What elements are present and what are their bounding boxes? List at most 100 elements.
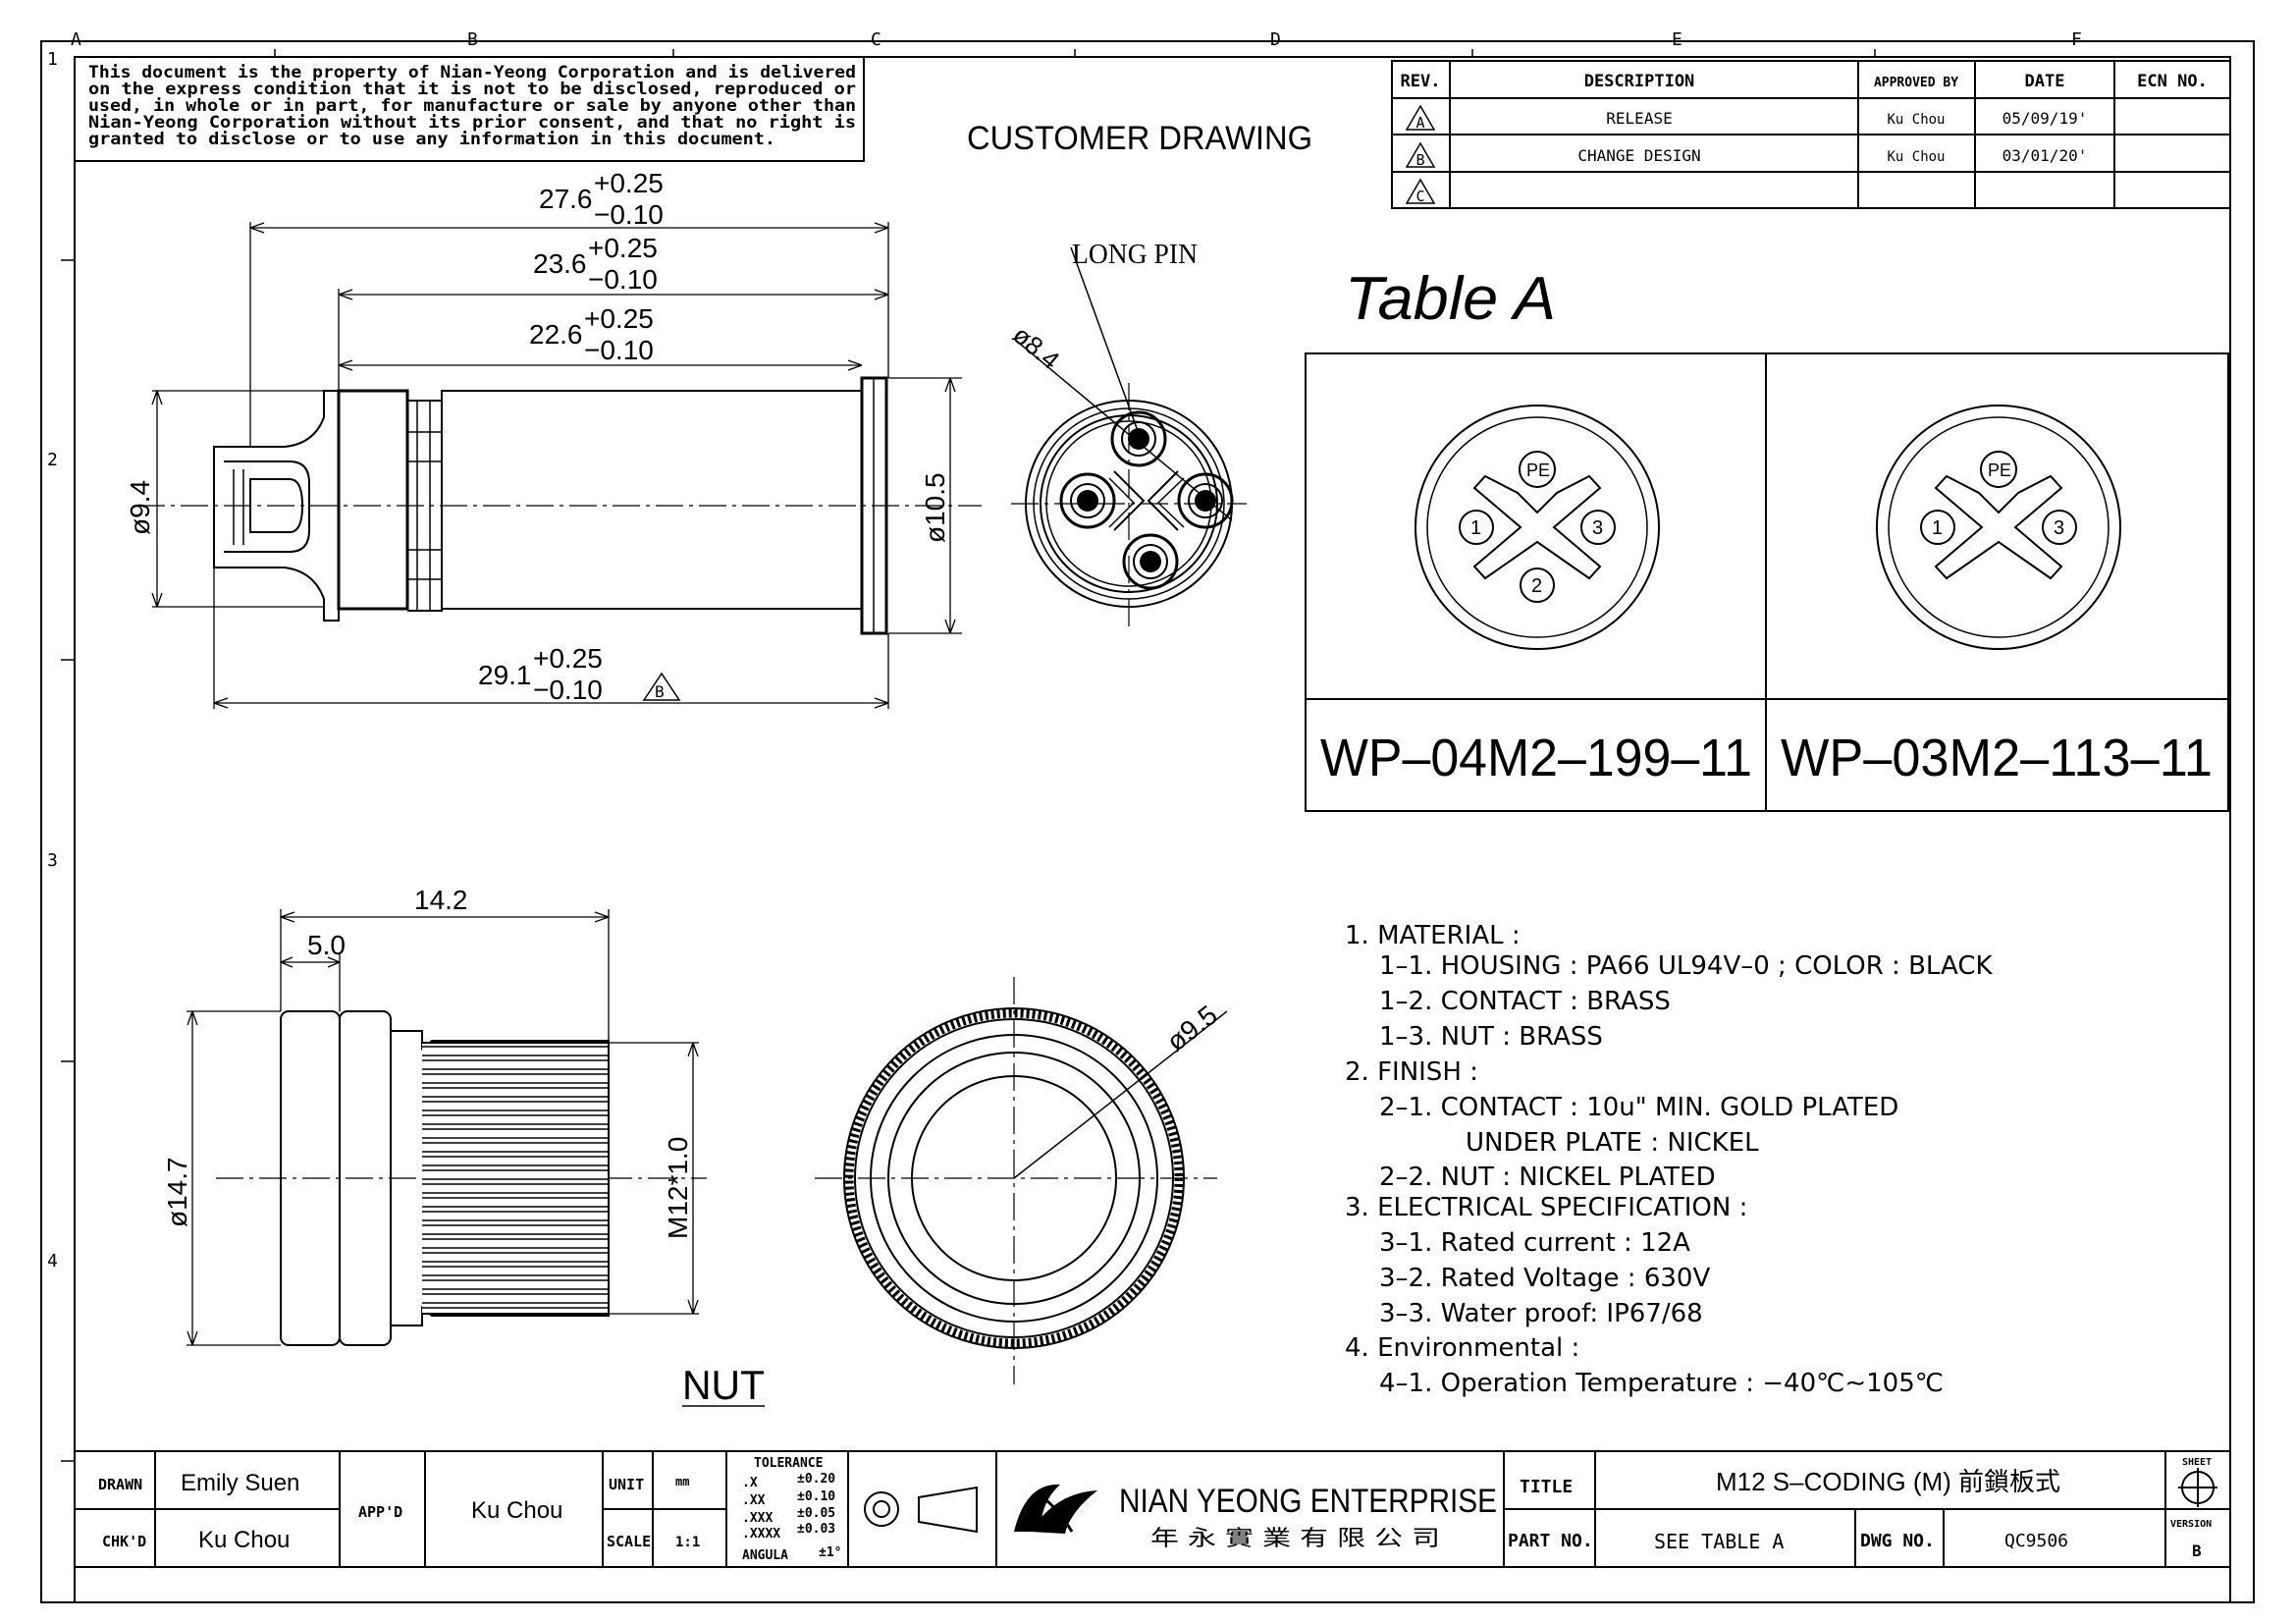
- dim-14-2: 14.2: [414, 885, 468, 915]
- tol-val: ±0.20: [797, 1472, 835, 1487]
- pin-icon: [1177, 472, 1234, 529]
- connector-front-view: [1011, 246, 1247, 628]
- tol-val: ±0.05: [797, 1506, 835, 1521]
- sheet-label: SHEET: [2182, 1457, 2212, 1468]
- company-name: NIAN YEONG ENTERPRISE: [1119, 1483, 1497, 1520]
- dim-lower: −0.10: [594, 199, 664, 230]
- zone-letter: D: [1270, 29, 1281, 50]
- approved-header: APPROVED BY: [1874, 76, 1958, 90]
- rev-b-marker-icon: B: [642, 672, 681, 701]
- part-number: SEE TABLE A: [1654, 1530, 1784, 1553]
- dim-nominal: 22.6: [529, 319, 583, 350]
- tol-key: .XX: [742, 1493, 766, 1508]
- drawn-name: Emily Suen: [181, 1470, 299, 1496]
- dim-27-6: 27.6 +0.25 −0.10: [539, 168, 664, 230]
- date-header: DATE: [2025, 72, 2065, 91]
- zone-number: 3: [47, 850, 58, 871]
- dim-dia-8-4: ø8.4: [1007, 320, 1065, 375]
- dim-lower: −0.10: [588, 264, 658, 295]
- pin-icon: [1122, 533, 1179, 590]
- pin-label: 3: [1592, 517, 1603, 539]
- zone-number: 2: [47, 450, 58, 470]
- version-value: B: [2192, 1542, 2202, 1560]
- zone-letter: A: [71, 29, 81, 50]
- notes: 1. MATERIAL : 1–1. HOUSING : PA66 UL94V–…: [1345, 921, 1993, 1398]
- dwgno-label: DWG NO.: [1860, 1531, 1935, 1551]
- note-line: 2. FINISH :: [1345, 1057, 1478, 1087]
- dim-23-6: 23.6 +0.25 −0.10: [533, 233, 658, 295]
- zone-letter: E: [1672, 29, 1682, 50]
- rev-b-triangle-icon: B: [1405, 141, 1436, 169]
- connector-side-view: [137, 376, 982, 635]
- drawing-title: M12 S–CODING (M) 前鎖板式: [1716, 1467, 2060, 1496]
- appd-label: APP'D: [358, 1503, 402, 1521]
- tol-val: ±0.10: [797, 1489, 835, 1504]
- title-label: TITLE: [1520, 1477, 1573, 1497]
- dim-dia-10-5: ø10.5: [920, 472, 950, 543]
- pe-label: PE: [1988, 460, 2011, 480]
- note-line: 2–2. NUT : NICKEL PLATED: [1379, 1163, 1716, 1192]
- note-line: 4. Environmental :: [1345, 1333, 1579, 1363]
- nut-label: NUT: [682, 1362, 765, 1408]
- tol-key: .XXXX: [742, 1527, 780, 1542]
- customer-drawing-label: CUSTOMER DRAWING: [967, 120, 1312, 157]
- partno-label: PART NO.: [1508, 1531, 1593, 1551]
- chkd-label: CHK'D: [102, 1533, 146, 1550]
- disclaimer-box: This document is the property of Nian-Ye…: [74, 56, 865, 162]
- zone-tick-marks: [61, 49, 1876, 1462]
- rev-a-approved: Ku Chou: [1887, 112, 1945, 128]
- tol-val: ±1°: [819, 1545, 841, 1560]
- company-logo: [1014, 1484, 1097, 1534]
- table-a-part-2: WP–03M2–113–11: [1781, 729, 2213, 787]
- pin-label: 2: [1531, 575, 1542, 597]
- title-block: DRAWN CHK'D APP'D UNIT SCALE mm 1:1 TITL…: [74, 1450, 2231, 1568]
- dim-upper: +0.25: [533, 643, 603, 674]
- tol-key: .XXX: [742, 1511, 773, 1526]
- zone-letter: C: [871, 29, 881, 50]
- drawing-number: QC9506: [2004, 1531, 2068, 1551]
- disclaimer-line: Nian-Yeong Corporation without its prior…: [88, 113, 856, 133]
- scale-label: SCALE: [607, 1533, 651, 1550]
- company-name-cn: 年 永 實 業 有 限 公 司: [1150, 1527, 1440, 1551]
- dim-nominal: 29.1: [478, 660, 532, 690]
- dim-horizontal: [213, 222, 889, 709]
- tolerance-label: TOLERANCE: [754, 1456, 823, 1471]
- dim-upper: +0.25: [594, 168, 664, 198]
- note-line: 3. ELECTRICAL SPECIFICATION :: [1345, 1193, 1747, 1222]
- ecn-header: ECN NO.: [2137, 72, 2208, 91]
- note-line: 3–1. Rated current : 12A: [1379, 1228, 1690, 1258]
- nut-front-view: [815, 977, 1228, 1384]
- pe-label: PE: [1526, 460, 1550, 480]
- zone-number: 1: [47, 49, 58, 70]
- pin-label: 1: [1470, 517, 1481, 539]
- note-line: 1–2. CONTACT : BRASS: [1379, 987, 1671, 1016]
- dim-22-6: 22.6 +0.25 −0.10: [529, 303, 654, 365]
- pinout-3pin: PE 1 3: [1876, 405, 2121, 650]
- rev-header: REV.: [1401, 72, 1441, 91]
- appd-name: Ku Chou: [471, 1497, 562, 1524]
- rev-a-date: 05/09/19': [2002, 109, 2088, 128]
- unit-value: mm: [675, 1475, 689, 1488]
- note-line: UNDER PLATE : NICKEL: [1466, 1128, 1759, 1158]
- zone-letter: B: [467, 29, 478, 50]
- tol-val: ±0.03: [797, 1522, 835, 1537]
- zone-number: 4: [47, 1251, 58, 1271]
- revision-table: REV. DESCRIPTION APPROVED BY DATE ECN NO…: [1391, 60, 2231, 209]
- rev-a: A: [1415, 114, 1424, 132]
- disclaimer-line: granted to disclose or to use any inform…: [88, 130, 775, 149]
- disclaimer-line: used, in whole or in part, for manufactu…: [88, 96, 856, 116]
- nut-side-view: [216, 1010, 707, 1346]
- rev-mark: B: [655, 682, 665, 701]
- rev-b-description: CHANGE DESIGN: [1577, 146, 1700, 165]
- zone-letter: F: [2071, 29, 2082, 50]
- tol-key: .X: [742, 1476, 758, 1490]
- pinout-4pin: PE 1 3 2: [1415, 405, 1660, 650]
- dim-lower: −0.10: [584, 335, 654, 365]
- dim-vertical: [151, 377, 956, 634]
- rev-b-approved: Ku Chou: [1887, 149, 1945, 165]
- note-line: 2–1. CONTACT : 10u" MIN. GOLD PLATED: [1379, 1093, 1898, 1122]
- dim-upper: +0.25: [588, 233, 658, 263]
- pin-label: 1: [1932, 517, 1943, 539]
- pin-label: 3: [2054, 517, 2064, 539]
